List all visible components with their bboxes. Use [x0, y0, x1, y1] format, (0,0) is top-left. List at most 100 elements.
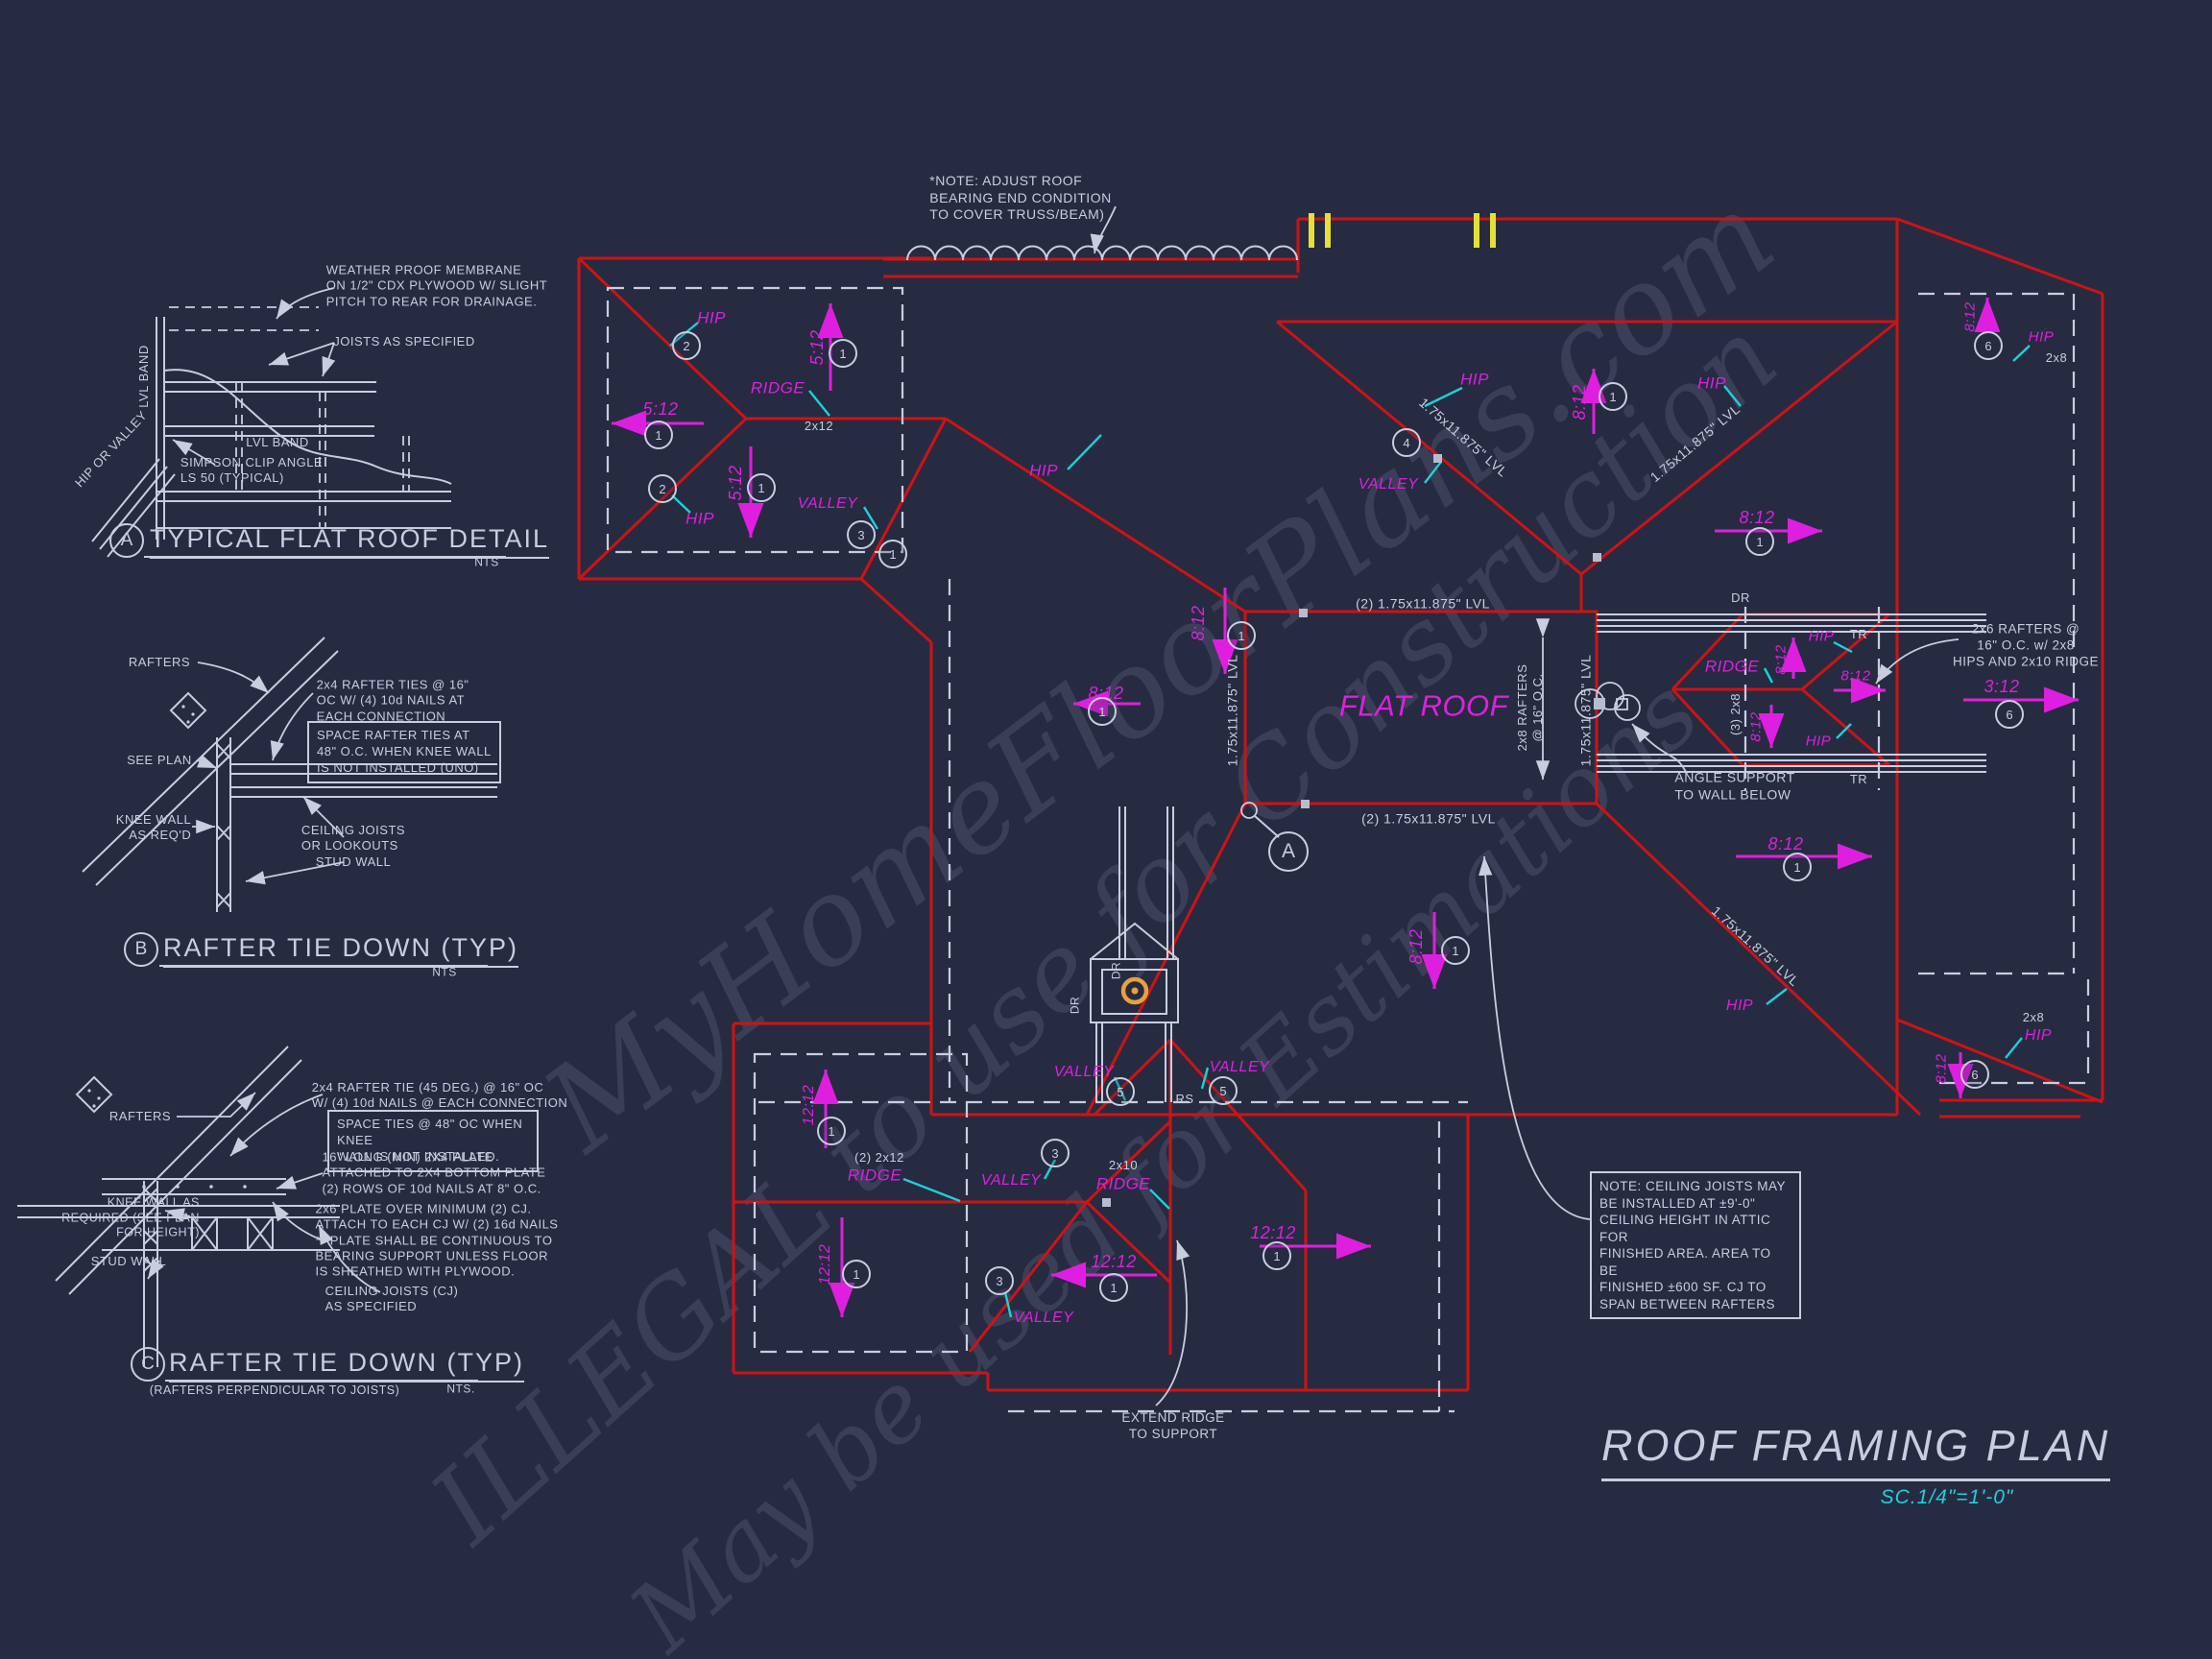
note-rafters-right: 2x6 RAFTERS @ 16" O.C. w/ 2x8 HIPS AND 2…	[1952, 621, 2100, 669]
keynote-circle: 1	[644, 421, 673, 449]
note-membrane: WEATHER PROOF MEMBRANE ON 1/2" CDX PLYWO…	[325, 262, 548, 309]
lvl-label: (2) 1.75x11.875" LVL	[1361, 810, 1496, 827]
connector-ticks	[1309, 213, 1496, 248]
beam-node-squares	[1102, 454, 1605, 1207]
rafters-label: RAFTERS	[128, 654, 191, 669]
hip-label: HIP	[1808, 628, 1835, 645]
rafters-label: 2x8 RAFTERS @ 16" O.C.	[1514, 663, 1545, 752]
slope-label: 8:12	[1767, 833, 1804, 854]
note-simpson: SIMPSON CLIP ANGLE LS 50 (TYPICAL)	[180, 454, 324, 485]
keynote-circle: 5	[1106, 1077, 1135, 1106]
ceiling-joists-label: CEILING JOISTS OR LOOKOUTS	[301, 822, 406, 853]
see-plan-label: SEE PLAN	[127, 752, 192, 767]
valley-label: VALLEY	[1013, 1310, 1074, 1326]
slope-label: 5:12	[725, 465, 745, 501]
note-plate-16: 16" LONG (MIN) 2X4 PLATE ATTACHED TO 2X4…	[322, 1149, 546, 1196]
callout-anchor-circle	[1240, 802, 1258, 819]
knee-wall-label: KNEE WALL AS REQ'D	[115, 811, 192, 842]
keynote-circle: 1	[829, 339, 857, 368]
member-label: 2x8	[2045, 349, 2068, 365]
member-label: 2x12	[804, 418, 834, 433]
ridge-label: RIDGE	[750, 378, 805, 397]
keynote-circle: 1	[1088, 697, 1117, 726]
note-rafter-tie: 2x4 RAFTER TIE (45 DEG.) @ 16" OC W/ (4)…	[311, 1079, 568, 1110]
hip-label: HIP	[1805, 733, 1832, 750]
detail-c-box-note: SPACE TIES @ 48" OC WHEN KNEE WALL IS NO…	[327, 1110, 539, 1172]
ridge-label: RIDGE	[1095, 1174, 1151, 1193]
hip-label: HIP	[1697, 373, 1726, 393]
dr-label: DR	[1109, 961, 1123, 980]
keynote-circle: 6	[1960, 1060, 1989, 1089]
hip-label: HIP	[1725, 998, 1754, 1014]
plan-callout-a: A	[1268, 831, 1309, 872]
slope-label: 8:12	[1188, 605, 1208, 641]
keynote-circle: 1	[1783, 853, 1812, 881]
note-adjust-roof: *NOTE: ADJUST ROOF BEARING END CONDITION…	[929, 172, 1112, 222]
member-label: 2x8	[2022, 1009, 2045, 1024]
wall-dashed-lines	[606, 286, 2090, 1413]
lvl-band-label: LVL BAND	[246, 434, 309, 449]
slope-label: 5:12	[806, 329, 827, 366]
hip-label: HIP	[697, 308, 726, 327]
slope-label: 8:12	[1739, 507, 1775, 527]
detail-b-title: RAFTER TIE DOWN (TYP)	[163, 933, 518, 968]
chimney-flue-icon	[1120, 976, 1149, 1005]
valley-label: VALLEY	[1053, 1064, 1115, 1080]
hip-label: HIP	[2028, 328, 2055, 346]
stud-wall-label: STUD WALL	[90, 1253, 167, 1268]
keynote-circle: 1	[1262, 1241, 1291, 1270]
detail-a-dashed	[169, 306, 410, 528]
ceiling-joists-label: CEILING JOISTS (CJ) AS SPECIFIED	[325, 1283, 459, 1313]
lvl-label: (2) 1.75x11.875" LVL	[1356, 595, 1490, 612]
detail-b-box-note: SPACE RAFTER TIES AT 48" O.C. WHEN KNEE …	[307, 721, 501, 783]
detail-a-title: TYPICAL FLAT ROOF DETAIL	[150, 524, 550, 559]
keynote-circle: 6	[1974, 331, 2003, 360]
slope-label: 8:12	[1406, 928, 1426, 965]
white-leaders	[147, 205, 1960, 1407]
keynote-circle: 3	[985, 1266, 1014, 1295]
valley-label: VALLEY	[1209, 1059, 1270, 1075]
keynote-circle: 1	[1227, 621, 1256, 650]
ridge-label: RIDGE	[847, 1166, 902, 1185]
slope-label: 8:12	[1933, 1053, 1950, 1084]
note-angle-support: ANGLE SUPPORT TO WALL BELOW	[1674, 769, 1795, 803]
keynote-circle: 1	[1599, 382, 1627, 411]
slope-label: 3:12	[1984, 676, 2020, 696]
slope-label: 12:12	[817, 1243, 833, 1286]
rafters-label: RAFTERS	[108, 1108, 172, 1123]
detail-b-tag: B	[124, 932, 158, 967]
slope-label: 12:12	[1091, 1251, 1137, 1271]
slope-label: 8:12	[1961, 301, 1979, 332]
slope-label: 5:12	[642, 398, 679, 419]
tr-label: TR	[1849, 771, 1868, 786]
roof-red-lines	[577, 217, 2104, 1392]
slope-label: 8:12	[1747, 711, 1765, 742]
nts-label: NTS.	[446, 1382, 475, 1396]
dr-label: DR	[1068, 996, 1082, 1015]
valley-label: VALLEY	[980, 1172, 1042, 1189]
hip-label: HIP	[1029, 461, 1058, 480]
detail-a-tag: A	[109, 523, 144, 558]
keynote-circle: 3	[1041, 1139, 1070, 1167]
note-joists: JOISTS AS SPECIFIED	[333, 333, 475, 349]
keynote-circle: 5	[1209, 1076, 1238, 1105]
keynote-circle: 2	[648, 474, 677, 503]
member-label: (2) 2x12	[854, 1149, 904, 1165]
detail-c-title: RAFTER TIE DOWN (TYP)	[169, 1348, 524, 1382]
slope-label: 8:12	[1772, 644, 1790, 675]
keynote-circle: 1	[1441, 936, 1470, 965]
keynote-circle: 3	[847, 520, 876, 549]
keynote-circle: 6	[1995, 700, 2024, 729]
slope-arrows	[612, 298, 2079, 1317]
note-plate-2x6: 2x6 PLATE OVER MINIMUM (2) CJ. ATTACH TO…	[315, 1201, 559, 1279]
keynote-circle: 1	[1745, 527, 1774, 556]
note-extend-ridge: EXTEND RIDGE TO SUPPORT	[1121, 1410, 1225, 1441]
plan-white-lines	[17, 245, 1986, 1367]
lvl-label: 1.75x11.875" LVL	[1224, 654, 1240, 767]
nts-label: NTS	[474, 555, 499, 569]
hip-label: HIP	[685, 509, 714, 528]
ridge-label: RIDGE	[1704, 657, 1760, 676]
slope-label: 8:12	[1569, 384, 1589, 421]
tr-label: TR	[1849, 626, 1868, 641]
